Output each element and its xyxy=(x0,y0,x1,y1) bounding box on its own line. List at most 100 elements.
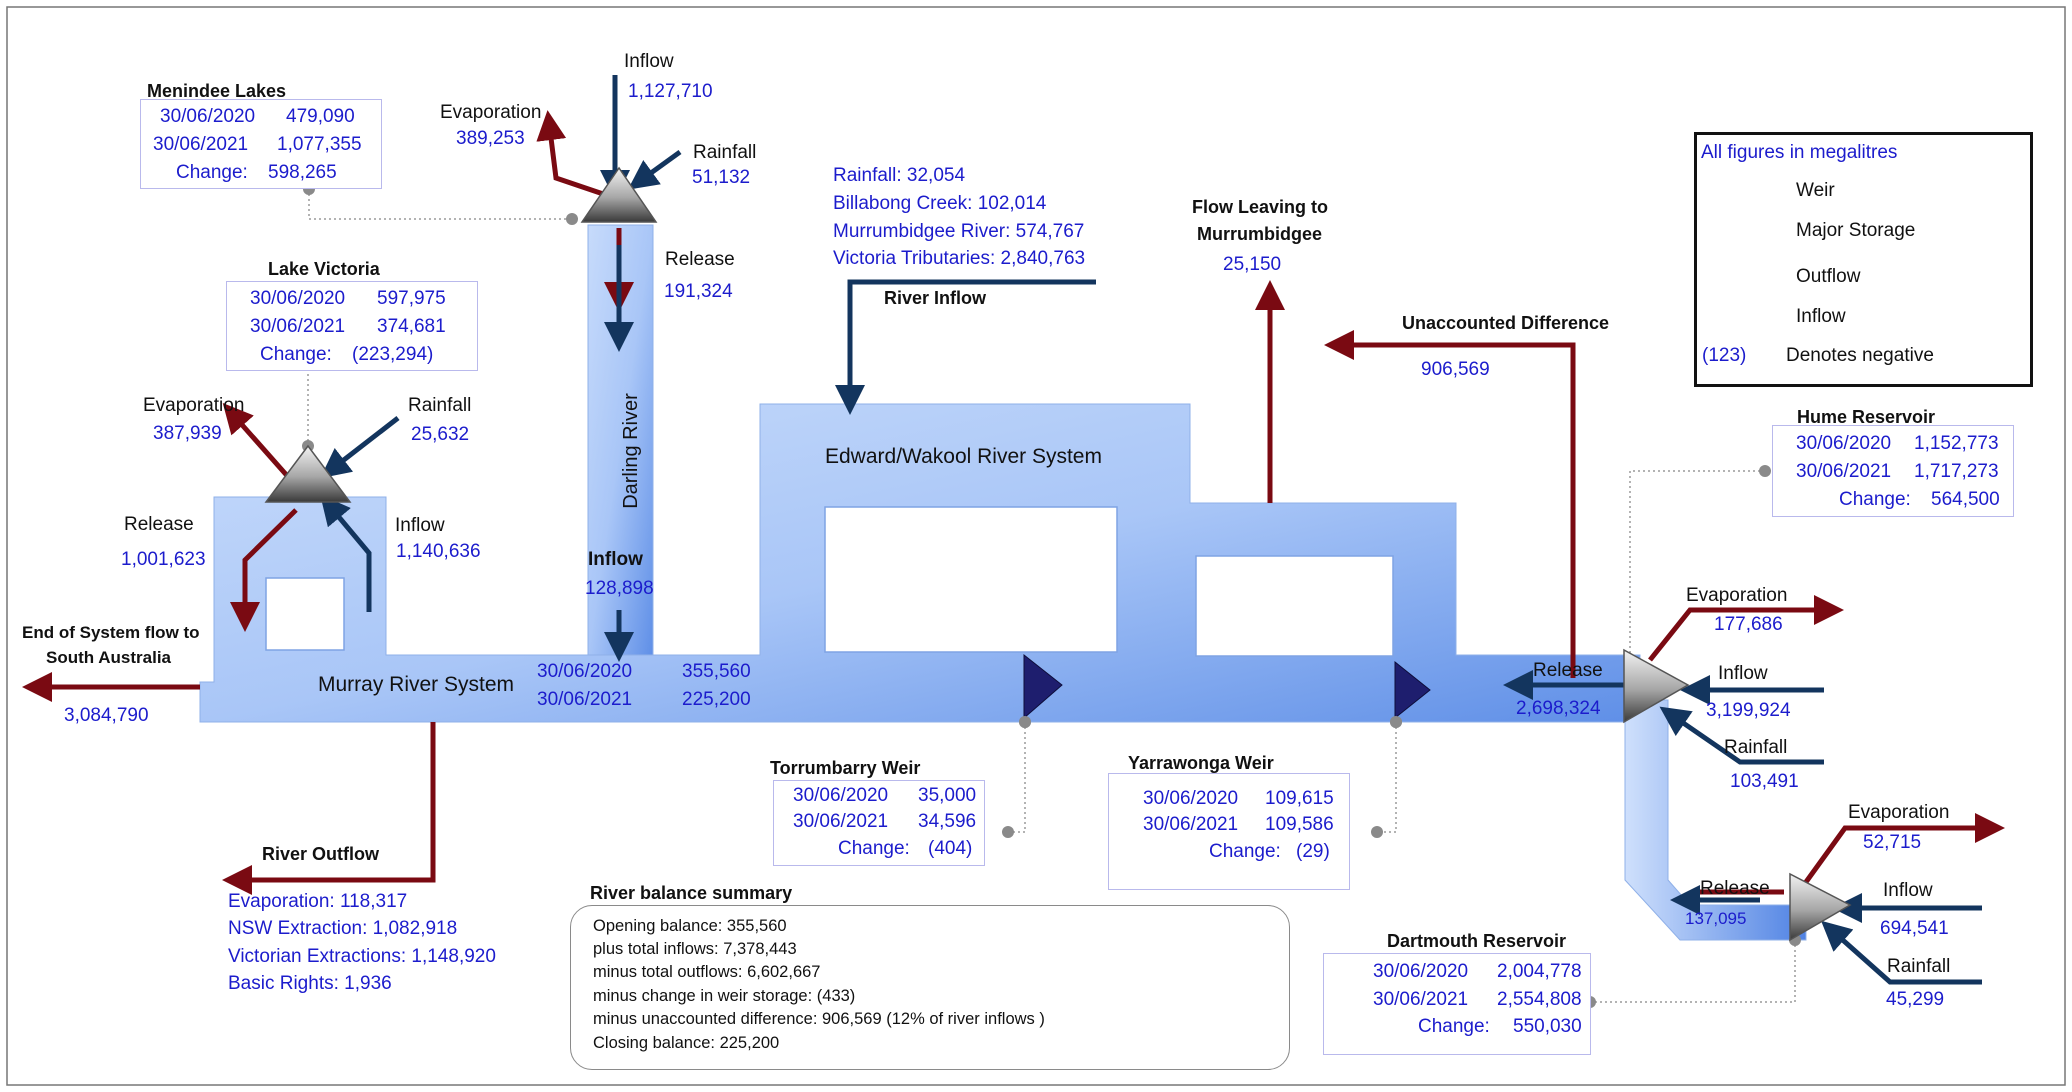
river-outflow-evaporation: Evaporation: 118,317 xyxy=(228,891,408,912)
darling-inflow-val: 128,898 xyxy=(585,578,654,599)
dartmouth-rain-val: 45,299 xyxy=(1886,989,1945,1010)
river-outflow-nsw: NSW Extraction: 1,082,918 xyxy=(228,918,458,939)
torrumbarry-change-val: (404) xyxy=(928,838,973,859)
hume-storage-icon xyxy=(1623,648,1690,724)
yarrawonga-box xyxy=(1108,773,1350,890)
lake-victoria-r1-date: 30/06/2020 xyxy=(250,288,346,309)
dartmouth-rainfall-arrow xyxy=(1821,920,1982,985)
lake-victoria-rain-val: 25,632 xyxy=(411,424,470,445)
dartmouth-box xyxy=(1323,953,1591,1055)
torrumbarry-box xyxy=(773,780,985,866)
dartmouth-r2-val: 2,554,808 xyxy=(1497,989,1582,1010)
summary-line: Opening balance: 355,560 xyxy=(593,917,787,935)
river-shapes xyxy=(199,224,1807,941)
yarrawonga-r2-date: 30/06/2021 xyxy=(1143,814,1239,835)
dartmouth-title: Dartmouth Reservoir xyxy=(1387,931,1567,951)
legend-weir-label: Weir xyxy=(1796,180,1835,201)
menindee-r2-val: 1,077,355 xyxy=(277,134,362,155)
menindee-evap-label: Evaporation xyxy=(440,102,542,123)
dartmouth-rain-label: Rainfall xyxy=(1887,956,1951,977)
dartmouth-evap-label: Evaporation xyxy=(1848,802,1950,823)
edward-cutout xyxy=(824,506,1118,653)
murray-r1-val: 355,560 xyxy=(682,661,751,682)
hume-rain-label: Rainfall xyxy=(1724,737,1788,758)
end-of-system-title2: South Australia xyxy=(46,648,171,667)
wakool-cutout xyxy=(1195,555,1394,657)
unaccounted-difference-arrow xyxy=(1324,330,1576,678)
dartmouth-evap-val: 52,715 xyxy=(1863,832,1922,853)
legend-storage-label: Major Storage xyxy=(1796,220,1916,241)
torrumbarry-r2-val: 34,596 xyxy=(918,811,977,832)
yarrawonga-r2-val: 109,586 xyxy=(1265,814,1334,835)
torrumbarry-change-label: Change: xyxy=(838,838,910,859)
murray-r2-date: 30/06/2021 xyxy=(537,689,633,710)
menindee-r1-val: 479,090 xyxy=(286,106,355,127)
river-inflow-title: River Inflow xyxy=(884,288,987,308)
menindee-change-val: 598,265 xyxy=(268,162,337,183)
lake-victoria-rain-label: Rainfall xyxy=(408,395,472,416)
legend-box xyxy=(1694,132,2033,387)
lake-victoria-inflow-label: Inflow xyxy=(395,515,445,536)
dartmouth-release-val: 137,095 xyxy=(1685,909,1747,928)
murray-r2-val: 225,200 xyxy=(682,689,751,710)
menindee-r1-date: 30/06/2020 xyxy=(160,106,256,127)
dartmouth-inflow-label: Inflow xyxy=(1883,880,1933,901)
lake-victoria-box xyxy=(226,281,478,371)
hume-inflow-label: Inflow xyxy=(1718,663,1768,684)
yarrawonga-r1-date: 30/06/2020 xyxy=(1143,788,1239,809)
lake-victoria-evap-val: 387,939 xyxy=(153,423,222,444)
summary-title: River balance summary xyxy=(590,883,793,903)
murray-label: Murray River System xyxy=(318,673,515,696)
weir-icons xyxy=(1023,653,1431,720)
hume-box xyxy=(1772,425,2014,517)
torrumbarry-title: Torrumbarry Weir xyxy=(770,758,921,778)
menindee-box xyxy=(140,99,382,189)
menindee-inflow-label: Inflow xyxy=(624,51,674,72)
lake-victoria-inflow-arrow xyxy=(320,494,372,612)
menindee-storage-icon xyxy=(580,166,658,223)
menindee-change-label: Change: xyxy=(176,162,248,183)
river-inflow-murrumbidgee: Murrumbidgee River: 574,767 xyxy=(833,221,1085,242)
lake-victoria-evap-label: Evaporation xyxy=(143,395,245,416)
hume-r1-date: 30/06/2020 xyxy=(1796,433,1892,454)
inflow-arrows xyxy=(320,75,1982,985)
dartmouth-r1-val: 2,004,778 xyxy=(1497,961,1582,982)
lake-victoria-inflow-val: 1,140,636 xyxy=(396,541,481,562)
river-outflow-vic: Victorian Extractions: 1,148,920 xyxy=(228,946,496,967)
dartmouth-r2-date: 30/06/2021 xyxy=(1373,989,1469,1010)
darling-inflow-label: Inflow xyxy=(588,549,643,570)
lake-victoria-title: Lake Victoria xyxy=(268,259,380,279)
lake-victoria-release-arrow xyxy=(230,508,298,632)
lake-victoria-cutout xyxy=(265,577,345,651)
dartmouth-change-label: Change: xyxy=(1418,1016,1490,1037)
menindee-r2-date: 30/06/2021 xyxy=(153,134,249,155)
river-outflow-title: River Outflow xyxy=(262,844,380,864)
torrumbarry-r2-date: 30/06/2021 xyxy=(793,811,889,832)
menindee-title: Menindee Lakes xyxy=(147,81,287,101)
menindee-release-val: 191,324 xyxy=(664,281,733,302)
lake-victoria-r2-val: 374,681 xyxy=(377,316,446,337)
storage-icons xyxy=(264,166,1852,942)
hume-evaporation-arrow xyxy=(1648,595,1844,662)
river-inflow-rainfall: Rainfall: 32,054 xyxy=(833,165,966,186)
hume-title: Hume Reservoir xyxy=(1797,407,1936,427)
frame-border xyxy=(6,6,2066,1086)
torrumbarry-weir-icon xyxy=(1023,653,1063,720)
river-inflow-victoria: Victoria Tributaries: 2,840,763 xyxy=(833,248,1086,269)
dartmouth-storage-icon xyxy=(1789,872,1852,942)
lake-victoria-r1-val: 597,975 xyxy=(377,288,446,309)
legend-negative-text: Denotes negative xyxy=(1786,345,1934,366)
lake-victoria-release-val: 1,001,623 xyxy=(121,549,206,570)
outflow-arrows xyxy=(21,110,2005,895)
summary-line: plus total inflows: 7,378,443 xyxy=(593,940,797,958)
dartmouth-r1-date: 30/06/2020 xyxy=(1373,961,1469,982)
flow-murrumbidgee-val: 25,150 xyxy=(1223,254,1282,275)
end-of-system-val: 3,084,790 xyxy=(64,705,149,726)
edward-wakool-label: Edward/Wakool River System xyxy=(825,445,1102,468)
river-outflow-basic: Basic Rights: 1,936 xyxy=(228,973,392,994)
hume-r2-date: 30/06/2021 xyxy=(1796,461,1892,482)
hume-release-val: 2,698,324 xyxy=(1516,698,1601,719)
lake-victoria-rainfall-arrow xyxy=(320,416,400,479)
unaccounted-val: 906,569 xyxy=(1421,359,1490,380)
summary-line: minus unaccounted difference: 906,569 (1… xyxy=(593,1010,1045,1028)
